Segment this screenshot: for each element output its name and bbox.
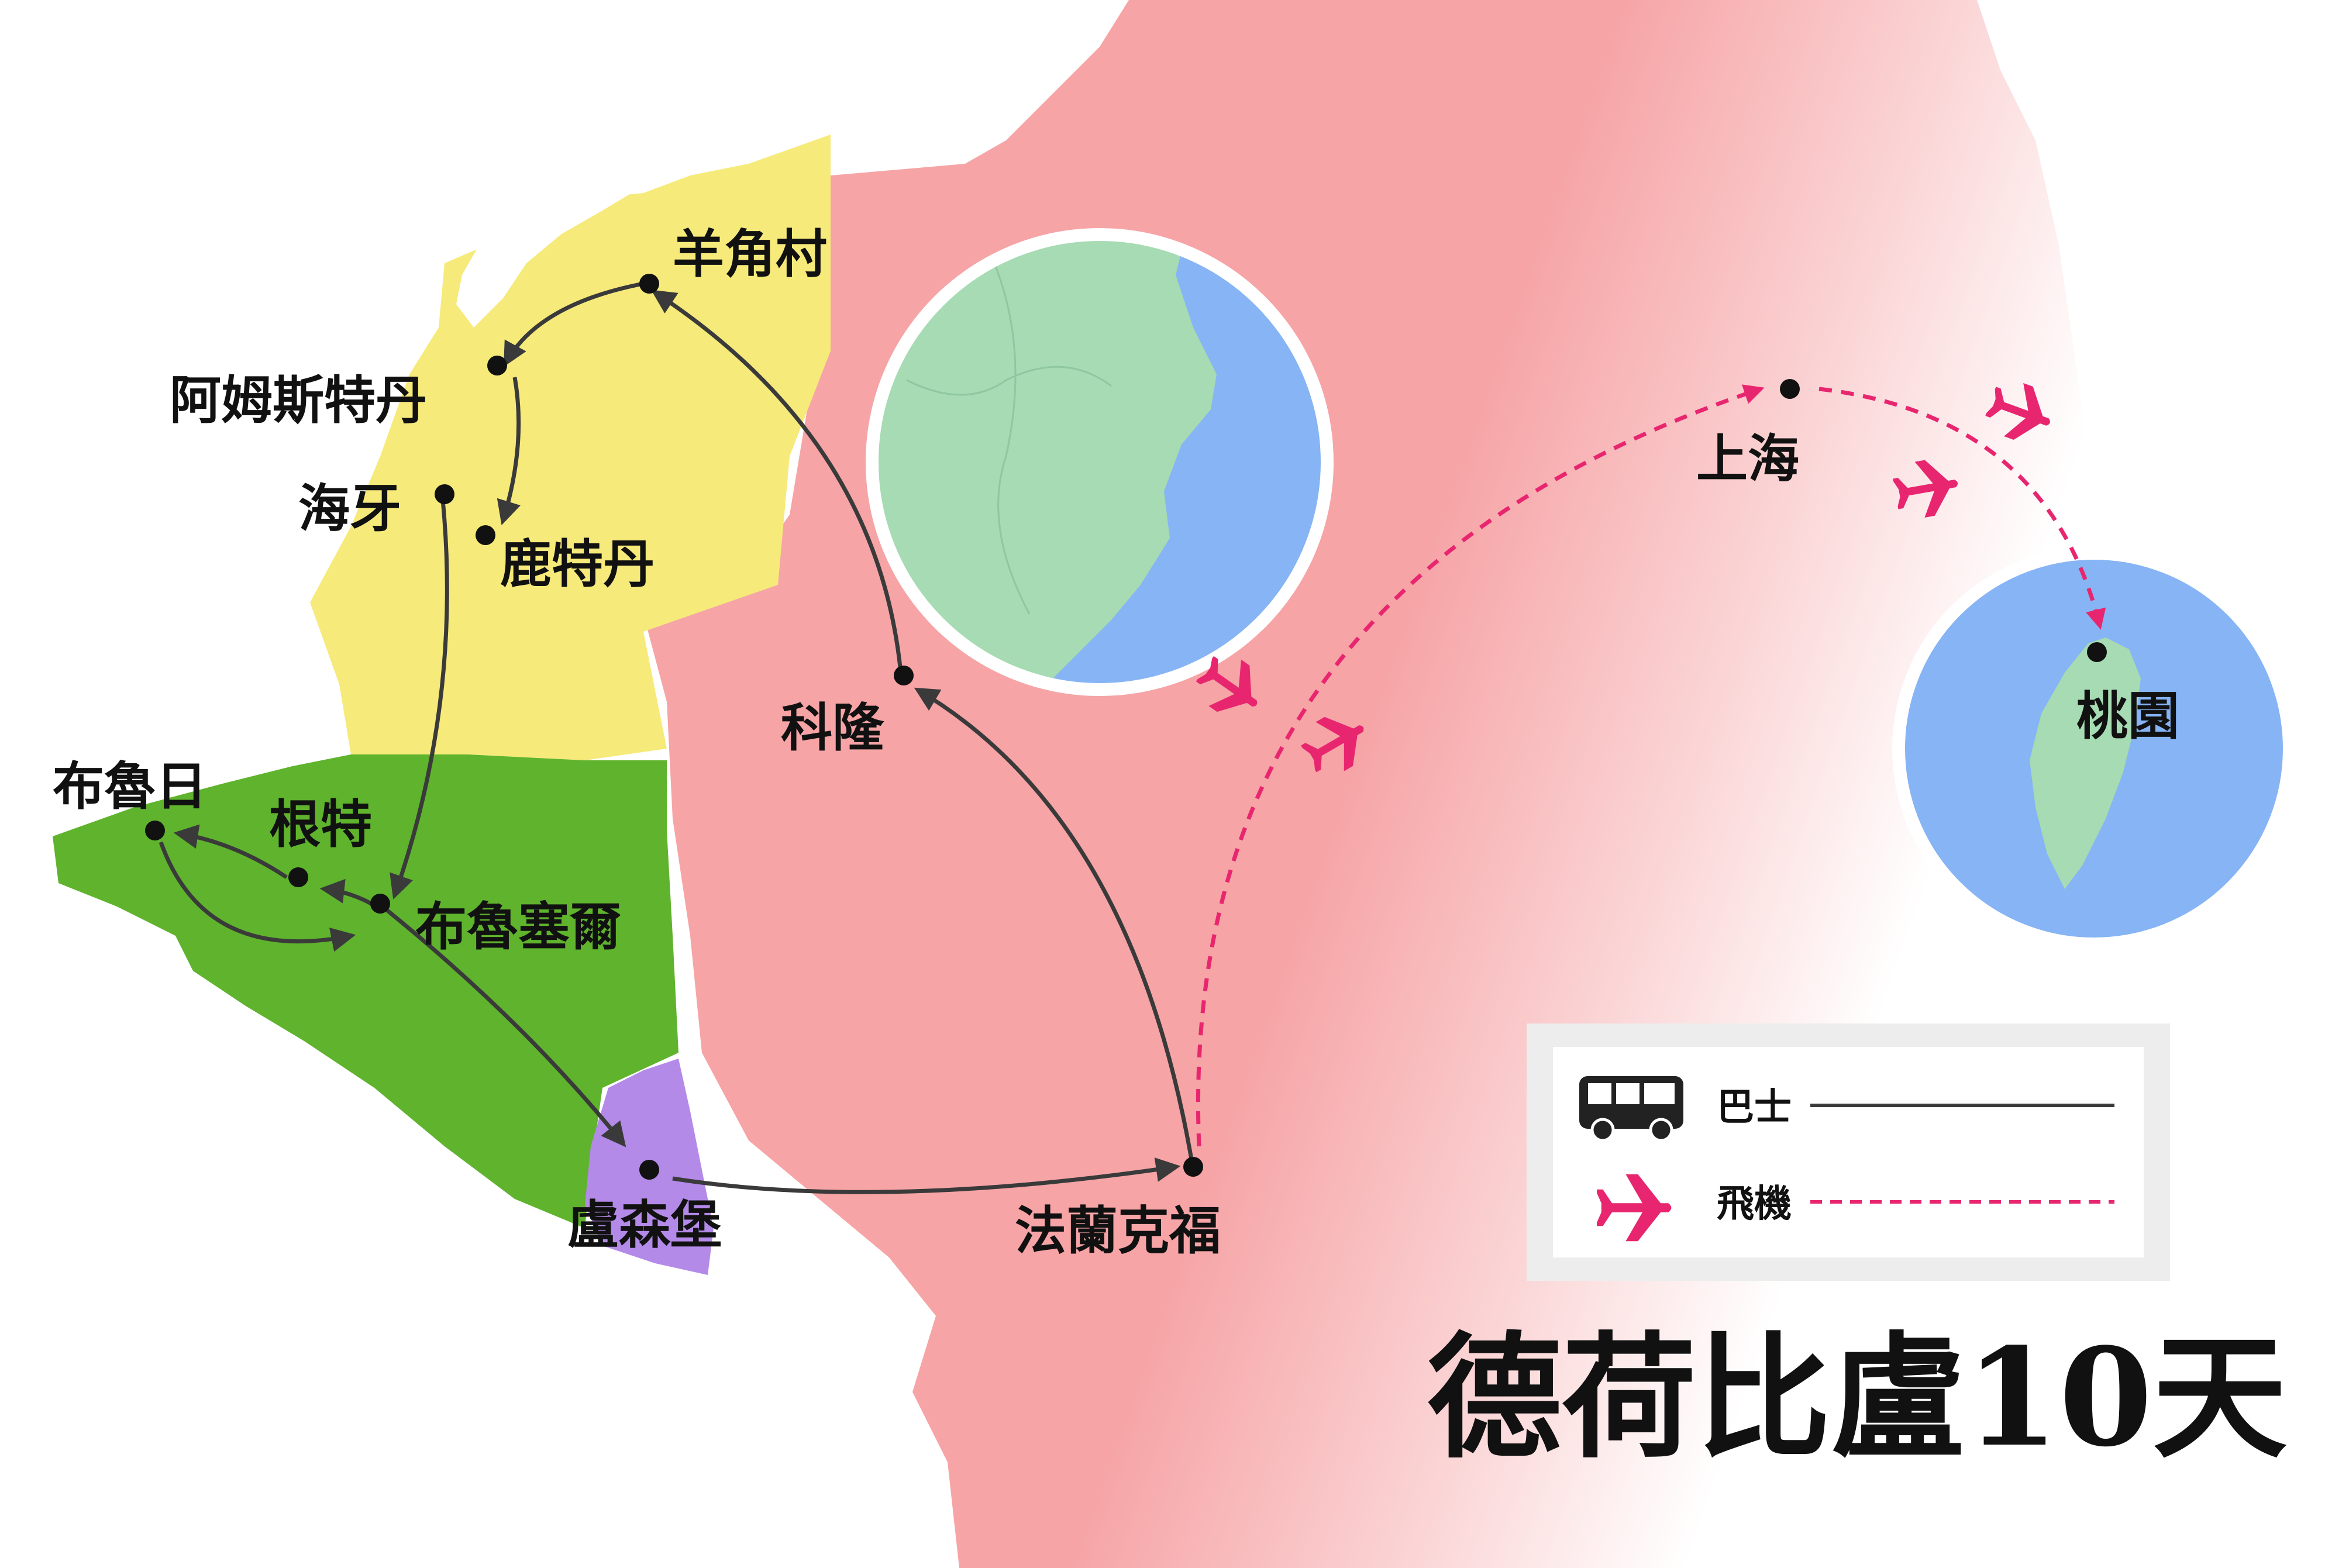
- city-dot-bruges: [145, 821, 165, 840]
- legend: 巴士 飛機: [1527, 1023, 2170, 1281]
- city-dot-shanghai: [1780, 379, 1800, 399]
- legend-plane-label: 飛機: [1717, 1183, 1792, 1226]
- city-dot-den-haag: [435, 484, 454, 504]
- city-label-shanghai: 上海: [1696, 429, 1799, 489]
- city-dot-luxembourg: [639, 1160, 659, 1180]
- bus-icon: [1579, 1076, 1683, 1142]
- city-label-taoyuan: 桃園: [2076, 686, 2179, 746]
- city-dot-zaanse-schans: [639, 274, 659, 294]
- legend-bus-label: 巴士: [1717, 1086, 1792, 1129]
- city-label-cologne: 科隆: [781, 698, 884, 758]
- city-label-rotterdam: 鹿特丹: [500, 534, 655, 594]
- city-label-luxembourg: 盧森堡: [567, 1195, 722, 1255]
- city-dot-brussels: [370, 894, 390, 914]
- city-dot-amsterdam: [487, 356, 507, 375]
- city-label-den-haag: 海牙: [298, 478, 401, 539]
- city-dot-ghent: [288, 867, 308, 887]
- city-labels: 羊角村 阿姆斯特丹 海牙 鹿特丹 科隆 布魯日 根特 布魯塞爾 盧森堡 法蘭克福…: [53, 224, 2179, 1261]
- flight-routes: [1196, 384, 2106, 1147]
- shanghai-inset: [866, 228, 1334, 696]
- map-title: 德荷比盧10天: [1427, 1319, 2287, 1477]
- taiwan-inset: [1892, 547, 2296, 950]
- city-dot-rotterdam: [476, 525, 495, 545]
- belgium-region: [53, 754, 678, 1228]
- city-markers: [145, 274, 2107, 1180]
- city-label-zaanse-schans: 羊角村: [673, 224, 827, 284]
- city-dot-cologne: [894, 666, 914, 685]
- netherlands-region: [310, 135, 831, 760]
- city-label-brussels: 布魯塞爾: [415, 897, 621, 957]
- city-label-amsterdam: 阿姆斯特丹: [170, 370, 427, 430]
- city-dot-taoyuan: [2087, 642, 2107, 662]
- city-label-ghent: 根特: [269, 794, 372, 854]
- bus-routes: [159, 281, 1196, 1194]
- city-label-bruges: 布魯日: [53, 756, 207, 816]
- city-label-frankfurt: 法蘭克福: [1015, 1201, 1221, 1261]
- city-dot-frankfurt: [1183, 1157, 1203, 1177]
